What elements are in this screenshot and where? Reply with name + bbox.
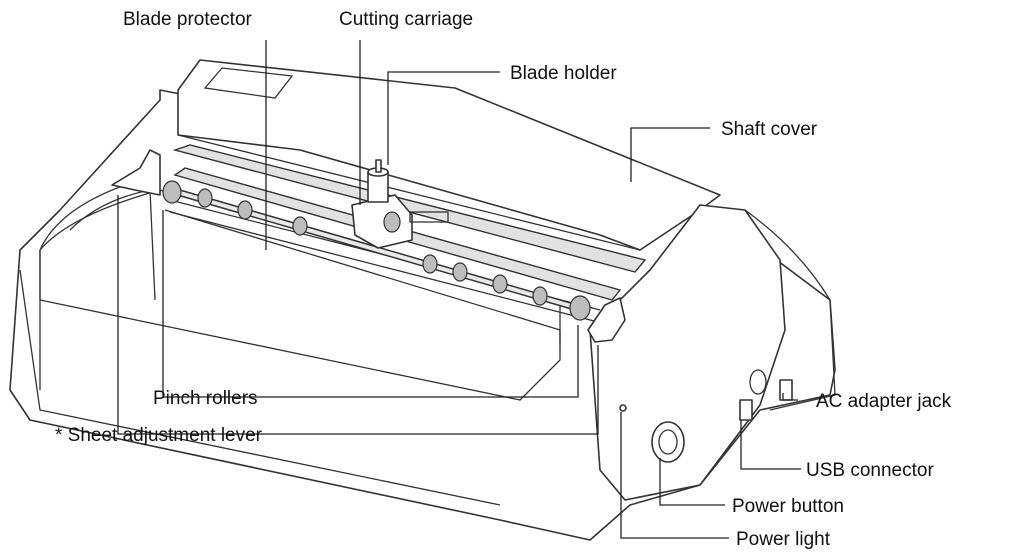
pinch-roller-right	[569, 295, 591, 321]
label-usb-connector: USB connector	[806, 460, 934, 481]
roller	[197, 188, 213, 208]
leader-blade-holder	[387, 71, 500, 165]
roller	[292, 216, 308, 236]
left-lever	[111, 149, 161, 196]
blade-protector-strip-lower	[169, 211, 599, 323]
roller	[237, 200, 253, 220]
carriage-roller	[383, 211, 401, 233]
leader-lever-right	[328, 345, 599, 435]
label-power-button: Power button	[732, 496, 844, 517]
leader-usb	[740, 420, 801, 470]
leader-power-button	[659, 458, 725, 506]
shaft-cover-window	[203, 67, 294, 99]
leader-pinch-roller-left	[162, 210, 298, 398]
leader-pinch-roller-right	[298, 325, 579, 398]
cutter-illustration	[9, 59, 836, 541]
shaft-cover-body	[177, 59, 721, 251]
rear-rail	[172, 144, 647, 273]
carriage-body	[351, 194, 413, 249]
front-panel-edge	[19, 269, 501, 506]
usb-port	[739, 399, 753, 421]
label-ac-adapter-jack: AC adapter jack	[816, 391, 952, 412]
roller	[422, 254, 438, 274]
sheet-edge	[164, 209, 561, 345]
label-sheet-adjustment-lever: * Sheet adjustment lever	[55, 425, 263, 446]
power-light	[619, 404, 627, 412]
label-blade-holder: Blade holder	[510, 63, 617, 84]
rear-vent	[749, 369, 767, 395]
roller	[492, 274, 508, 294]
right-housing-side	[744, 209, 836, 411]
roller	[452, 262, 468, 282]
carriage-clamp	[409, 211, 449, 223]
labels: Blade protector Cutting carriage Blade h…	[55, 9, 952, 550]
leader-power-light	[620, 412, 729, 539]
label-blade-protector: Blade protector	[123, 9, 253, 30]
label-cutting-carriage: Cutting carriage	[339, 9, 473, 30]
leader-lines	[117, 40, 801, 539]
label-power-light: Power light	[736, 529, 831, 550]
ac-jack-port	[779, 379, 793, 401]
right-lever	[587, 297, 626, 343]
blade-holder-tip	[375, 159, 382, 173]
leader-ac-adapter	[782, 393, 798, 401]
pinch-roller-left	[162, 180, 182, 204]
leader-lever-left	[117, 195, 328, 435]
power-button	[651, 421, 685, 463]
power-button-inner	[658, 429, 678, 455]
roller	[532, 286, 548, 306]
label-shaft-cover: Shaft cover	[721, 119, 818, 140]
shaft-cover-edge	[177, 134, 641, 251]
leader-shaft-cover	[630, 127, 710, 182]
label-pinch-rollers: Pinch rollers	[153, 388, 258, 409]
